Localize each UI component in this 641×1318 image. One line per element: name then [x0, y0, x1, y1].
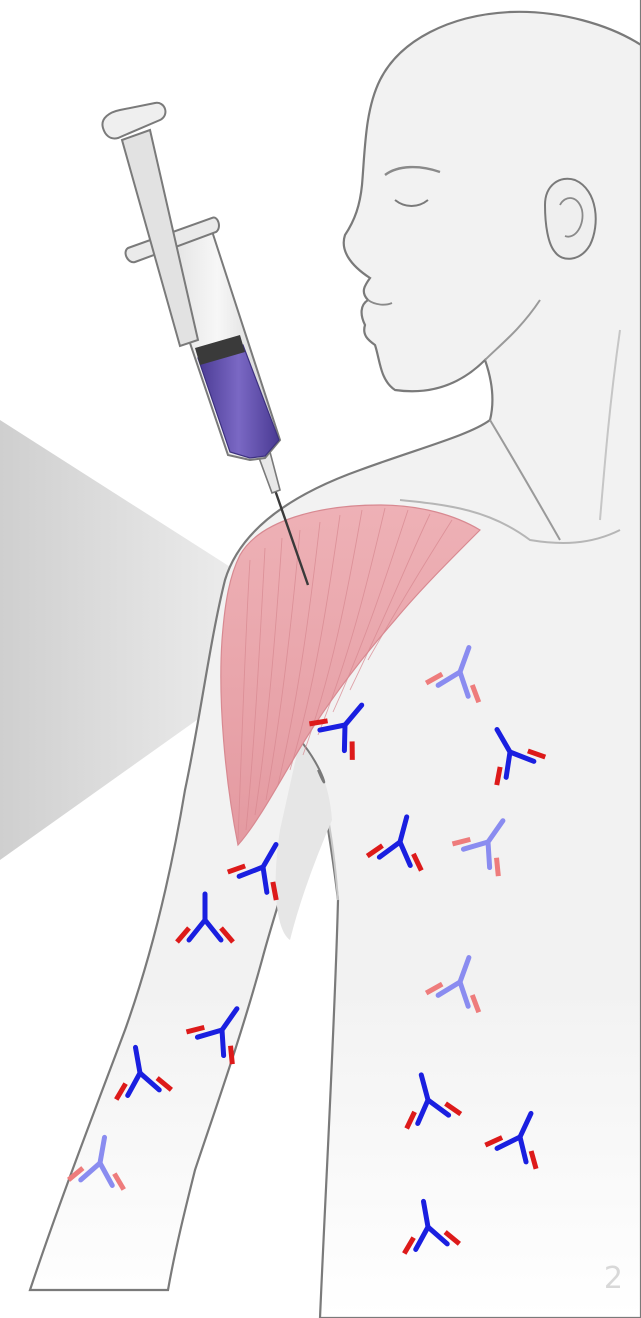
ear: [545, 179, 596, 259]
page-number: 2: [604, 1261, 623, 1296]
plunger-thumb: [102, 103, 165, 139]
